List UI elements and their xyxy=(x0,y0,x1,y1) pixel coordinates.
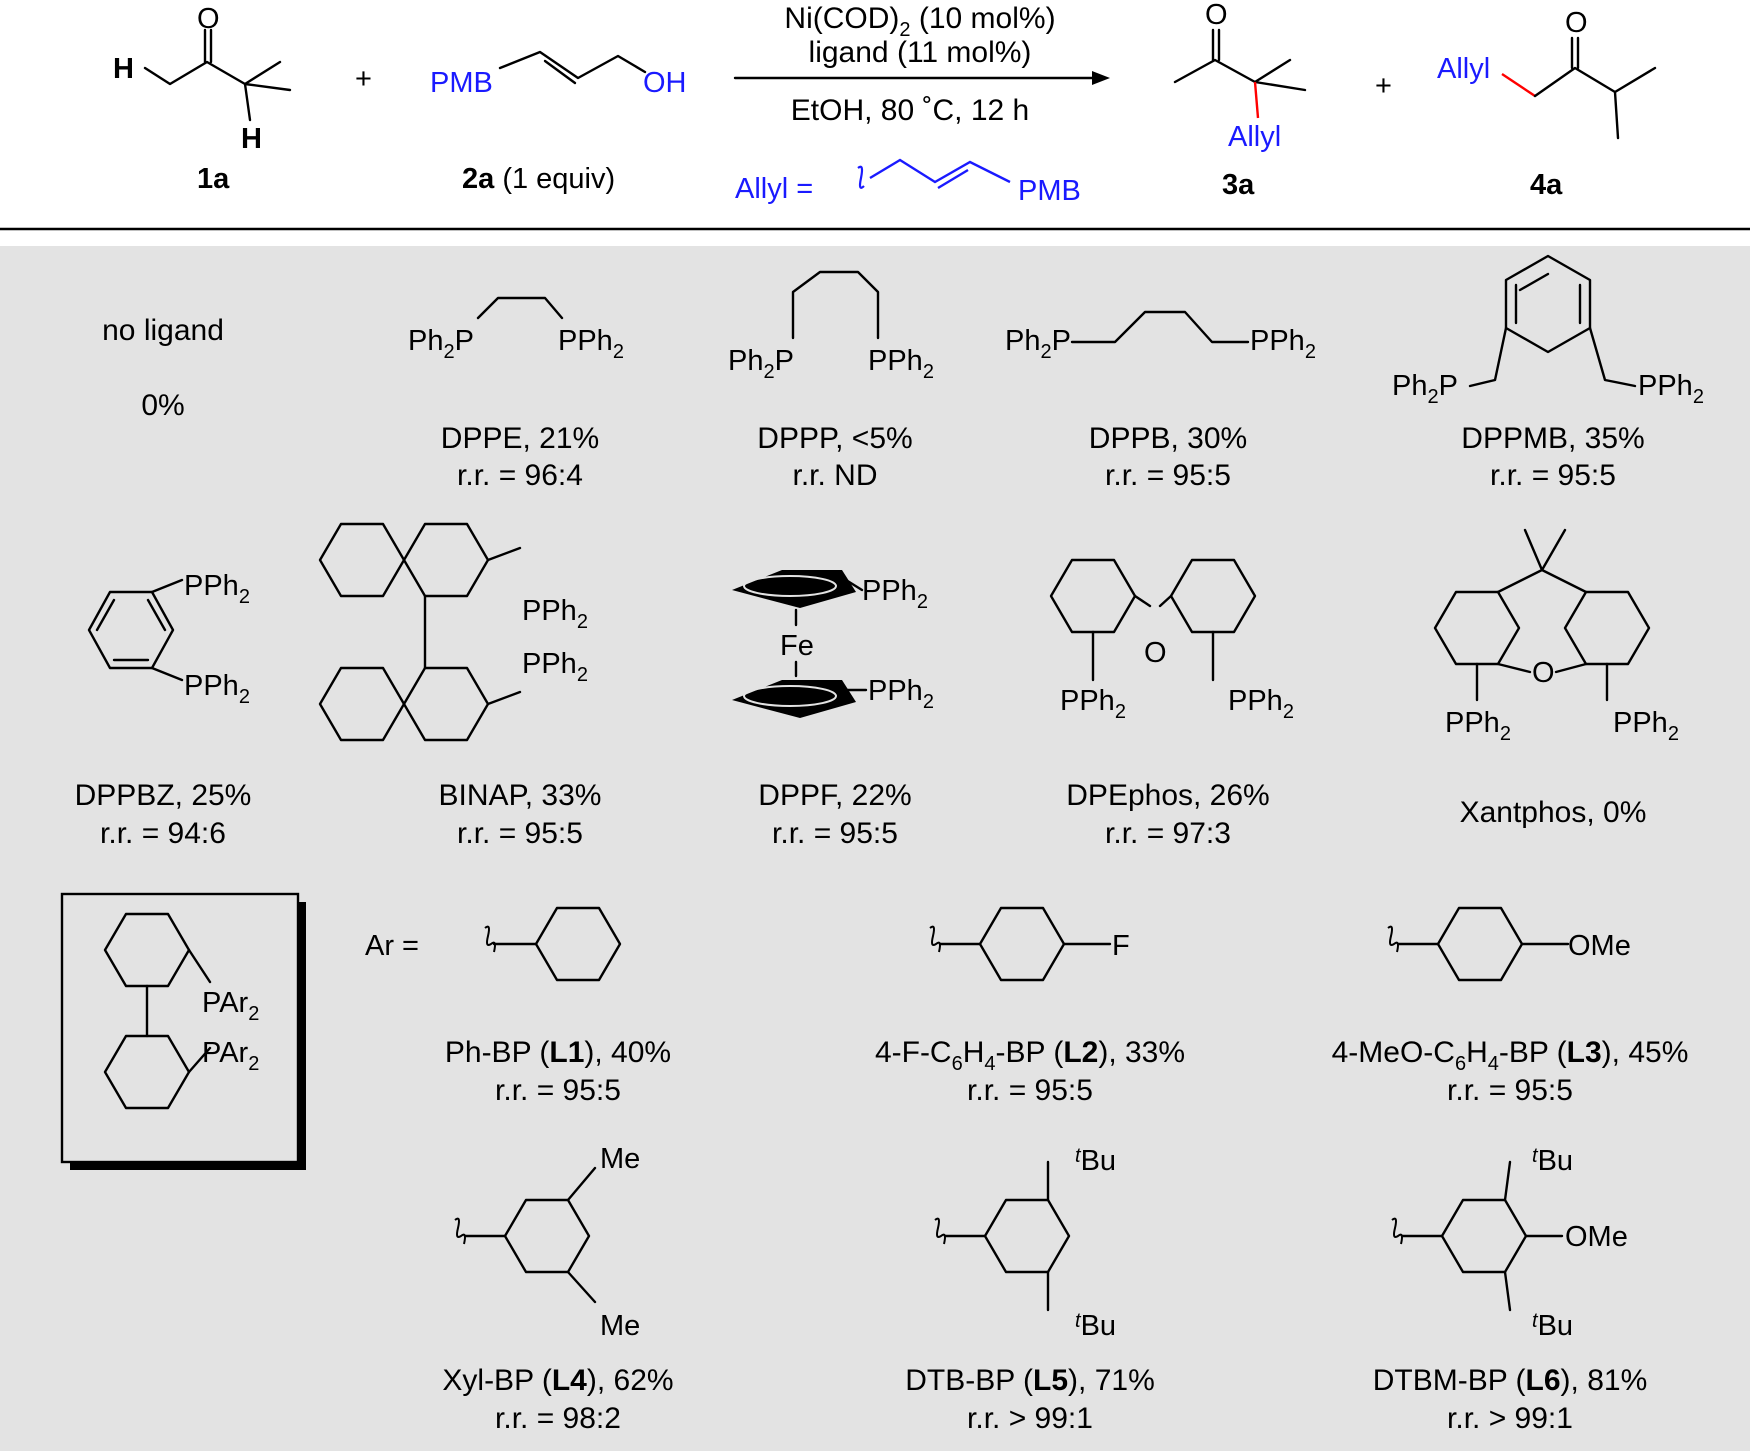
ligand-loading: ligand (11 mol%) xyxy=(809,36,1032,69)
ome-group: OMe xyxy=(1565,1221,1628,1253)
ph2p-label: Ph2P xyxy=(1392,370,1458,408)
ligand-row-1: no ligand 0% Ph2P PPh2 DPPE, 21% r.r. = … xyxy=(102,254,1704,492)
l2-caption: 4-F-C6H4-BP (L2), 33% xyxy=(875,1036,1185,1075)
o-atom: O xyxy=(1144,637,1167,669)
ligand-row-2: PPh2 PPh2 DPPBZ, 25% r.r. = 94:6 PPh2 PP… xyxy=(75,522,1679,850)
plus-sign: + xyxy=(1375,70,1392,102)
l1-caption: Ph-BP (L1), 40% xyxy=(445,1036,671,1069)
l1-rr: r.r. = 95:5 xyxy=(495,1074,621,1107)
dppbz-rr: r.r. = 94:6 xyxy=(100,817,226,850)
par2-label: PAr2 xyxy=(202,987,259,1025)
o-atom: O xyxy=(1532,657,1555,689)
dppb-rr: r.r. = 95:5 xyxy=(1105,459,1231,492)
tbu-group: tBu xyxy=(1075,1145,1116,1177)
pph2-label: PPh2 xyxy=(1228,685,1294,723)
product-4a: Allyl O 4a xyxy=(1437,7,1657,201)
pph2-label: PPh2 xyxy=(1638,370,1704,408)
ph2p-label: Ph2P xyxy=(728,345,794,383)
tbu-group: tBu xyxy=(1532,1145,1573,1177)
ph2p-label: Ph2P xyxy=(1005,325,1071,363)
me-group: Me xyxy=(600,1310,640,1342)
dppmb-rr: r.r. = 95:5 xyxy=(1490,459,1616,492)
compound-label-3a: 3a xyxy=(1222,169,1255,201)
no-ligand-name: no ligand xyxy=(102,314,224,347)
pph2-label: PPh2 xyxy=(868,345,934,383)
l4-caption: Xyl-BP (L4), 62% xyxy=(442,1364,673,1397)
pph2-label: PPh2 xyxy=(184,570,250,608)
l4-rr: r.r. = 98:2 xyxy=(495,1402,621,1435)
f-atom: F xyxy=(1112,930,1130,962)
xantphos-caption: Xantphos, 0% xyxy=(1460,796,1647,829)
catalyst-label: Ni(COD)2 (10 mol%) xyxy=(784,2,1055,41)
h-atom: H xyxy=(241,123,262,155)
l3-rr: r.r. = 95:5 xyxy=(1447,1074,1573,1107)
pph2-label: PPh2 xyxy=(558,325,624,363)
dppbz-caption: DPPBZ, 25% xyxy=(75,779,252,812)
pmb-group: PMB xyxy=(1018,175,1081,207)
biphenyl-ligand-box: PAr2 PAr2 xyxy=(60,892,306,1170)
ar-definition: Ar = xyxy=(365,930,419,962)
l2-rr: r.r. = 95:5 xyxy=(967,1074,1093,1107)
pph2-label: PPh2 xyxy=(1445,707,1511,745)
dppp-caption: DPPP, <5% xyxy=(757,422,912,455)
ph2p-label: Ph2P xyxy=(408,325,474,363)
dpephos-rr: r.r. = 97:3 xyxy=(1105,817,1231,850)
pph2-label: PPh2 xyxy=(184,670,250,708)
tbu-group: tBu xyxy=(1075,1310,1116,1342)
allyl-definition: Allyl = xyxy=(735,173,813,205)
tbu-group: tBu xyxy=(1532,1310,1573,1342)
dppe-caption: DPPE, 21% xyxy=(441,422,599,455)
dppf-caption: DPPF, 22% xyxy=(758,779,911,812)
compound-label-2a: 2a (1 equiv) xyxy=(462,163,615,195)
reactant-1a: H O H 1a xyxy=(113,3,292,195)
l5-caption: DTB-BP (L5), 71% xyxy=(905,1364,1155,1397)
reaction-arrow: Ni(COD)2 (10 mol%) ligand (11 mol%) EtOH… xyxy=(733,2,1110,207)
pph2-label: PPh2 xyxy=(868,675,934,713)
fe-atom: Fe xyxy=(780,630,814,662)
oh-group: OH xyxy=(643,67,687,99)
dppp-rr: r.r. ND xyxy=(792,459,877,492)
l6-caption: DTBM-BP (L6), 81% xyxy=(1373,1364,1648,1397)
par2-label: PAr2 xyxy=(202,1037,259,1075)
dppe-rr: r.r. = 96:4 xyxy=(457,459,583,492)
conditions: EtOH, 80 ˚C, 12 h xyxy=(791,94,1029,127)
biaryl-phosphine-ligands: Ar = Ph-BP (L1), 40% r.r. = 95:5 F 4-F-C… xyxy=(365,906,1689,1435)
allyl-group: Allyl xyxy=(1437,53,1490,85)
dppb-caption: DPPB, 30% xyxy=(1089,422,1247,455)
compound-label-1a: 1a xyxy=(197,163,230,195)
l3-caption: 4-MeO-C6H4-BP (L3), 45% xyxy=(1332,1036,1689,1075)
pph2-label: PPh2 xyxy=(522,595,588,633)
pph2-label: PPh2 xyxy=(522,648,588,686)
dppmb-caption: DPPMB, 35% xyxy=(1461,422,1644,455)
dppf-rr: r.r. = 95:5 xyxy=(772,817,898,850)
dpephos-caption: DPEphos, 26% xyxy=(1066,779,1269,812)
o-atom: O xyxy=(1205,0,1228,31)
pmb-group: PMB xyxy=(430,67,493,99)
ligand-panel xyxy=(0,246,1750,1451)
pph2-label: PPh2 xyxy=(862,575,928,613)
no-ligand-yield: 0% xyxy=(141,389,184,422)
me-group: Me xyxy=(600,1143,640,1175)
ome-group: OMe xyxy=(1568,930,1631,962)
allyl-group: Allyl xyxy=(1228,121,1281,153)
pph2-label: PPh2 xyxy=(1060,685,1126,723)
product-3a: O Allyl 3a xyxy=(1173,0,1307,201)
l5-rr: r.r. > 99:1 xyxy=(967,1402,1093,1435)
o-atom: O xyxy=(1565,7,1588,39)
h-atom: H xyxy=(113,53,134,85)
pph2-label: PPh2 xyxy=(1613,707,1679,745)
plus-sign: + xyxy=(355,63,372,95)
o-atom: O xyxy=(197,3,220,35)
pph2-label: PPh2 xyxy=(1250,325,1316,363)
reactant-2a: PMB OH 2a (1 equiv) xyxy=(430,50,687,195)
compound-label-4a: 4a xyxy=(1530,169,1563,201)
binap-caption: BINAP, 33% xyxy=(439,779,602,812)
l6-rr: r.r. > 99:1 xyxy=(1447,1402,1573,1435)
binap-rr: r.r. = 95:5 xyxy=(457,817,583,850)
